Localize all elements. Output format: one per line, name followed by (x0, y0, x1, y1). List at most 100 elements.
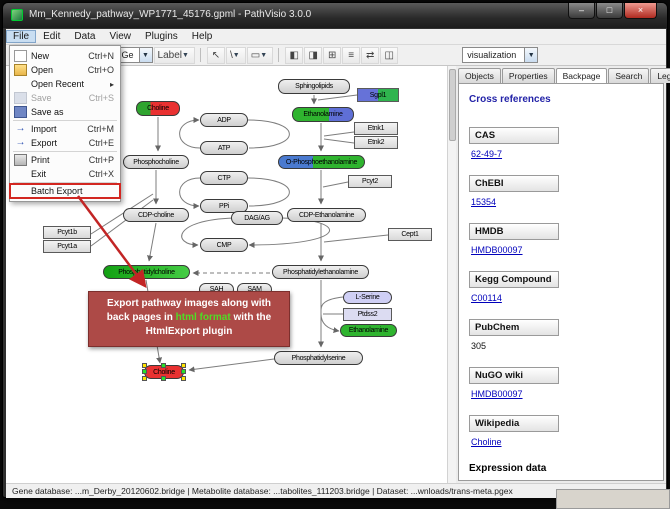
pathway-node-ppi[interactable]: PPi (200, 199, 248, 213)
align-right-icon[interactable]: ◨ (304, 46, 323, 64)
pathway-node-l-serine[interactable]: L-Serine (343, 291, 392, 304)
pathway-node-ethanolamine-right[interactable]: Ethanolamine (340, 324, 397, 337)
chevron-down-icon[interactable]: ▼ (524, 48, 538, 62)
chevron-down-icon[interactable]: ▼ (138, 48, 152, 62)
pathway-node-sgpl1[interactable]: Sgpl1 (357, 88, 399, 102)
selection-handle[interactable] (142, 363, 147, 368)
xref-section-kegg: Kegg Compound C00114 (469, 271, 653, 306)
xref-link[interactable]: 15354 (471, 197, 497, 207)
pathway-node-cmp[interactable]: CMP (200, 238, 248, 252)
xref-header: Wikipedia (469, 415, 559, 432)
selection-handle[interactable] (181, 363, 186, 368)
stack-icon[interactable]: ≡ (342, 46, 361, 64)
selection-handle[interactable] (142, 376, 147, 381)
align-left-icon[interactable]: ◧ (285, 46, 304, 64)
xref-link[interactable]: Choline (471, 437, 502, 447)
pathway-node-phosphatidylserine[interactable]: Phosphatidylserine (274, 351, 363, 365)
datanode-type-dropdown[interactable]: Ge ▼ (116, 47, 153, 63)
menu-item-label: Exit (31, 169, 47, 179)
xref-link[interactable]: HMDB00097 (471, 245, 523, 255)
xref-link[interactable]: HMDB00097 (471, 389, 523, 399)
export-icon: → (15, 137, 26, 148)
shape-tool-icon[interactable]: ▭▼ (246, 46, 274, 64)
pathway-node-cdp-choline[interactable]: CDP-choline (123, 208, 189, 222)
file-menu-item-print[interactable]: Print Ctrl+P (10, 153, 120, 167)
scrollbar-thumb[interactable] (449, 69, 456, 141)
pathway-node-ethanolamine-top[interactable]: Ethanolamine (292, 107, 354, 122)
menu-data[interactable]: Data (74, 31, 96, 42)
xref-link[interactable]: C00114 (471, 293, 502, 303)
file-menu-item-open[interactable]: Open Ctrl+O (10, 63, 120, 77)
pathway-node-etnk2[interactable]: Etnk2 (354, 136, 398, 149)
tab-properties[interactable]: Properties (501, 68, 555, 83)
pathvisio-window: Mm_Kennedy_pathway_WP1771_45176.gpml - P… (2, 2, 670, 498)
tab-search[interactable]: Search (608, 68, 650, 83)
title-bar[interactable]: Mm_Kennedy_pathway_WP1771_45176.gpml - P… (3, 3, 667, 28)
blank-icon (14, 78, 27, 90)
tab-backpage[interactable]: Backpage (555, 68, 608, 83)
file-menu-item-export[interactable]: → Export Ctrl+E (10, 136, 120, 150)
menu-view[interactable]: View (109, 31, 131, 42)
visualization-dropdown[interactable]: visualization ▼ (462, 47, 539, 63)
menu-separator (13, 151, 117, 152)
pathway-node-phosphocholine[interactable]: Phosphocholine (123, 155, 189, 169)
selection-handle[interactable] (181, 369, 186, 374)
tab-legend[interactable]: Legend (650, 68, 670, 83)
file-menu-item-save-as[interactable]: Save as (10, 105, 120, 119)
close-button[interactable]: × (624, 3, 657, 19)
selection-handle[interactable] (142, 369, 147, 374)
selection-handle[interactable] (181, 376, 186, 381)
canvas-vertical-scrollbar[interactable] (447, 66, 456, 483)
file-menu-item-open-recent[interactable]: Open Recent ▸ (10, 77, 120, 91)
swap-icon[interactable]: ⇄ (361, 46, 380, 64)
file-menu-item-import[interactable]: → Import Ctrl+M (10, 122, 120, 136)
menu-help[interactable]: Help (191, 31, 213, 42)
pathway-node-dag[interactable]: DAG/AG (231, 211, 283, 225)
pathway-node-cept1[interactable]: Cept1 (388, 228, 432, 241)
file-menu-item-batch-export[interactable]: Batch Export (9, 183, 121, 199)
xref-link[interactable]: 62-49-7 (471, 149, 503, 159)
select-tool-icon[interactable]: ↖ (206, 46, 225, 64)
common-size-icon[interactable]: ⊞ (323, 46, 342, 64)
cross-references-heading: Cross references (469, 94, 551, 105)
pathway-node-phosphatidylcholine[interactable]: Phosphatidylcholine (103, 265, 190, 279)
file-menu-item-save[interactable]: Save Ctrl+S (10, 91, 120, 105)
maximize-button[interactable]: □ (596, 3, 623, 19)
expression-data-heading: Expression data (469, 463, 547, 474)
pathway-node-atp[interactable]: ATP (200, 141, 248, 155)
pathway-node-choline-selected[interactable]: Choline (142, 363, 186, 381)
pathway-node-ctp[interactable]: CTP (200, 171, 248, 185)
menu-item-shortcut: Ctrl+S (88, 93, 114, 103)
file-menu-item-exit[interactable]: Exit Ctrl+X (10, 167, 120, 181)
menu-edit[interactable]: Edit (43, 31, 61, 42)
menu-plugins[interactable]: Plugins (144, 31, 178, 42)
selection-handle[interactable] (161, 376, 166, 381)
pathway-node-o-phosphoethanolamine[interactable]: O-Phosphoethanolamine (278, 155, 365, 169)
pathway-node-sphingolipids[interactable]: Sphingolipids (278, 79, 350, 94)
pathway-node-cdp-ethanolamine[interactable]: CDP-Ethanolamine (287, 208, 366, 222)
minimize-button[interactable]: – (568, 3, 595, 19)
group-icon[interactable]: ◫ (380, 46, 399, 64)
label-tool-button[interactable]: Label ▼ (153, 46, 195, 64)
window-controls: – □ × (567, 3, 657, 19)
pathway-node-choline-top[interactable]: Choline (136, 101, 180, 116)
pathway-node-adp[interactable]: ADP (200, 113, 248, 127)
chevron-down-icon: ▼ (181, 51, 189, 59)
menu-item-label: Import (31, 124, 57, 134)
selection-handle[interactable] (161, 363, 166, 368)
file-menu-item-new[interactable]: New Ctrl+N (10, 49, 120, 63)
line-tool-icon[interactable]: \▼ (225, 46, 246, 64)
pathway-node-phosphatidylethanolamine[interactable]: Phosphatidylethanolamine (272, 265, 369, 279)
menu-item-label: Open (31, 65, 54, 75)
pathway-node-ptdss2[interactable]: Ptdss2 (343, 308, 392, 321)
xref-header: ChEBI (469, 175, 559, 192)
pathway-node-pcyt2[interactable]: Pcyt2 (348, 175, 392, 188)
menu-item-shortcut: Ctrl+O (87, 65, 114, 75)
import-icon: → (15, 123, 26, 134)
menu-file[interactable]: File (6, 30, 37, 43)
tab-objects[interactable]: Objects (458, 68, 501, 83)
pathway-node-pcyt1a[interactable]: Pcyt1a (43, 240, 91, 253)
pathway-node-pcyt1b[interactable]: Pcyt1b (43, 226, 91, 239)
pathway-node-etnk1[interactable]: Etnk1 (354, 122, 398, 135)
